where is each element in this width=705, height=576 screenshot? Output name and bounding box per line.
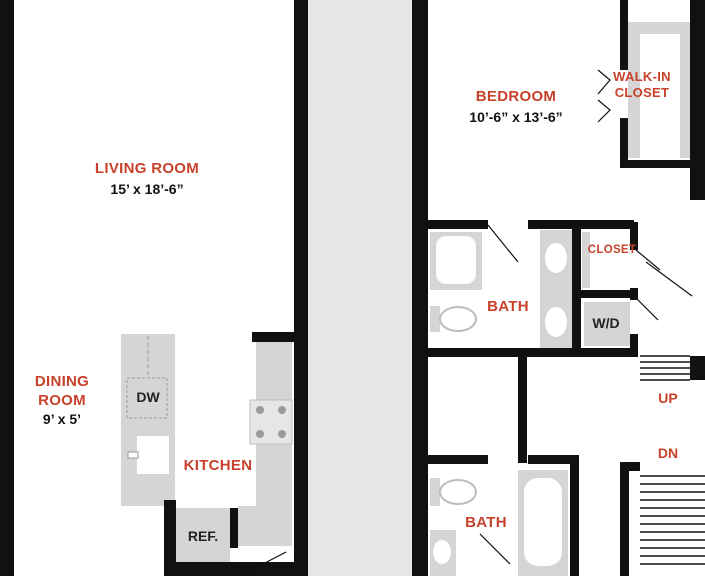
living-room-label: LIVING ROOM bbox=[94, 160, 200, 177]
kitchen-counter bbox=[175, 454, 257, 506]
bath-upper-label: BATH bbox=[487, 298, 529, 315]
kitchen-sink bbox=[137, 436, 169, 474]
stove bbox=[249, 399, 293, 445]
dining-room-label-line1: DINING bbox=[34, 373, 90, 390]
tub-upper-basin bbox=[436, 236, 476, 284]
sink-faucet bbox=[127, 451, 139, 459]
dining-room-size: 9’ x 5’ bbox=[42, 411, 82, 427]
burner bbox=[278, 430, 286, 438]
dishwasher-label: DW bbox=[136, 389, 160, 405]
stairs-down-label: DN bbox=[657, 445, 679, 461]
kitchen-island bbox=[121, 334, 175, 506]
burner bbox=[256, 406, 264, 414]
toilet-bowl-lower bbox=[439, 479, 477, 505]
closet-shelf-small bbox=[582, 232, 590, 288]
kitchen-base-counter bbox=[238, 506, 292, 546]
walk-in-closet-label-line2: CLOSET bbox=[614, 85, 670, 100]
tub-lower-basin bbox=[524, 478, 562, 566]
closet-shelf-inner bbox=[640, 34, 680, 158]
burner bbox=[278, 406, 286, 414]
kitchen-label: KITCHEN bbox=[183, 457, 253, 474]
dishwasher-outline bbox=[126, 377, 168, 419]
toilet-bowl-upper bbox=[439, 306, 477, 332]
dining-room-label-line2: ROOM bbox=[38, 392, 86, 409]
walk-in-closet-label-line1: WALK-IN bbox=[613, 69, 671, 84]
toilet-tank-upper bbox=[430, 306, 440, 332]
stairs-up bbox=[640, 355, 690, 381]
living-room-size: 15’ x 18’-6” bbox=[110, 181, 184, 197]
bedroom-size: 10’-6” x 13’-6” bbox=[469, 109, 563, 125]
refrigerator-label: REF. bbox=[187, 528, 219, 544]
sink-upper bbox=[545, 243, 567, 273]
stairs-down bbox=[640, 475, 705, 565]
refrigerator bbox=[176, 508, 230, 562]
burner bbox=[256, 430, 264, 438]
bath-lower-label: BATH bbox=[465, 514, 507, 531]
sink-lower bbox=[433, 540, 451, 564]
toilet-tank-lower bbox=[430, 478, 440, 506]
washer-dryer bbox=[584, 302, 630, 346]
sink-upper bbox=[545, 307, 567, 337]
stairs-up-label: UP bbox=[658, 390, 678, 406]
doors bbox=[239, 69, 693, 576]
washer-dryer-label: W/D bbox=[592, 315, 620, 331]
bedroom-label: BEDROOM bbox=[475, 88, 557, 105]
corridor bbox=[308, 0, 412, 576]
closet-label: CLOSET bbox=[587, 244, 637, 256]
